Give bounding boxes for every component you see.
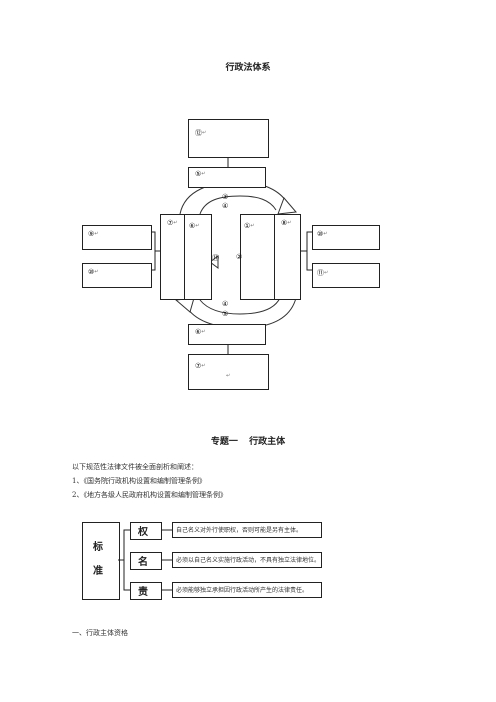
diagram-bottom-small-box xyxy=(188,324,266,345)
marker-left-col-2: ⑥↵ xyxy=(189,222,200,230)
marker-right-col-2: ⑧↵ xyxy=(281,219,292,227)
marker-top-small: ⑤↵ xyxy=(195,170,206,178)
diagram-left-column-inner xyxy=(184,214,212,300)
marker-right-col-1: ①↵ xyxy=(244,222,255,230)
diagram-right-top-box xyxy=(312,225,380,250)
standard-desc-3: 必须能够独立承担因行政活动所产生的法律责任。 xyxy=(172,582,322,598)
intro-line-2: 1、《国务院行政机构设置和编制管理条例》 xyxy=(72,477,206,485)
diagram-right-bottom-box xyxy=(312,263,380,288)
marker-arc-top-2: ④ xyxy=(222,202,229,210)
marker-arc-bottom-2: ⑤ xyxy=(222,310,229,318)
standard-desc-2: 必须以自己名义实施行政活动，不具有独立法律地位。 xyxy=(172,552,322,568)
section-title: 专题一 行政主体 xyxy=(0,434,496,447)
intro-line-3: 2、《地方各级人民政府机构设置和编制管理条例》 xyxy=(72,491,227,499)
diagram-top-small-box xyxy=(188,167,266,188)
standard-key-box-3 xyxy=(130,582,162,600)
return-mark-bottom-box: ↵ xyxy=(226,373,231,379)
marker-center-right: ② xyxy=(236,253,243,261)
diagram-left-bottom-box xyxy=(82,263,152,288)
marker-right-top: ⑩↵ xyxy=(317,230,328,238)
marker-bottom-box: ⑦↵ xyxy=(195,362,206,370)
marker-left-top: ⑨↵ xyxy=(88,230,99,238)
marker-bottom-small: ⑥↵ xyxy=(195,328,206,336)
standard-label-bottom: 准 xyxy=(93,566,103,577)
section-topic: 行政主体 xyxy=(249,437,286,447)
marker-left-bottom: ⑩↵ xyxy=(88,268,99,276)
standard-key-1: 权 xyxy=(138,527,148,538)
intro-line-1: 以下规范性法律文件被全面剖析和阐述： xyxy=(72,463,198,471)
diagram-bottom-box xyxy=(188,354,269,390)
marker-arc-bottom-1: ④ xyxy=(222,300,229,308)
standard-label-box xyxy=(82,522,120,600)
diagram-left-column-outer xyxy=(160,214,186,300)
section-label: 专题一 xyxy=(210,437,238,447)
diagram-top-box xyxy=(188,119,269,158)
standard-label-top: 标 xyxy=(93,542,103,553)
diagram-left-top-box xyxy=(82,225,152,250)
diagram-right-column-inner xyxy=(240,214,276,300)
marker-right-bottom: ⑪↵ xyxy=(317,269,329,277)
marker-top-box: ⑫↵ xyxy=(195,129,207,137)
standard-desc-1: 自己名义对外行使职权，否则可能是另有主体。 xyxy=(172,522,322,538)
diagram-right-column-outer xyxy=(274,214,301,300)
standard-key-2: 名 xyxy=(138,557,148,568)
marker-arc-top-1: ③ xyxy=(222,193,229,201)
page-title: 行政法体系 xyxy=(225,63,271,73)
standard-key-box-1 xyxy=(130,522,162,540)
marker-left-col-1: ⑦↵ xyxy=(167,219,178,227)
standard-key-3: 责 xyxy=(138,587,148,598)
marker-center-left: ⑪ xyxy=(212,254,219,262)
next-heading: 一、行政主体资格 xyxy=(72,629,128,637)
standard-key-box-2 xyxy=(130,552,162,570)
